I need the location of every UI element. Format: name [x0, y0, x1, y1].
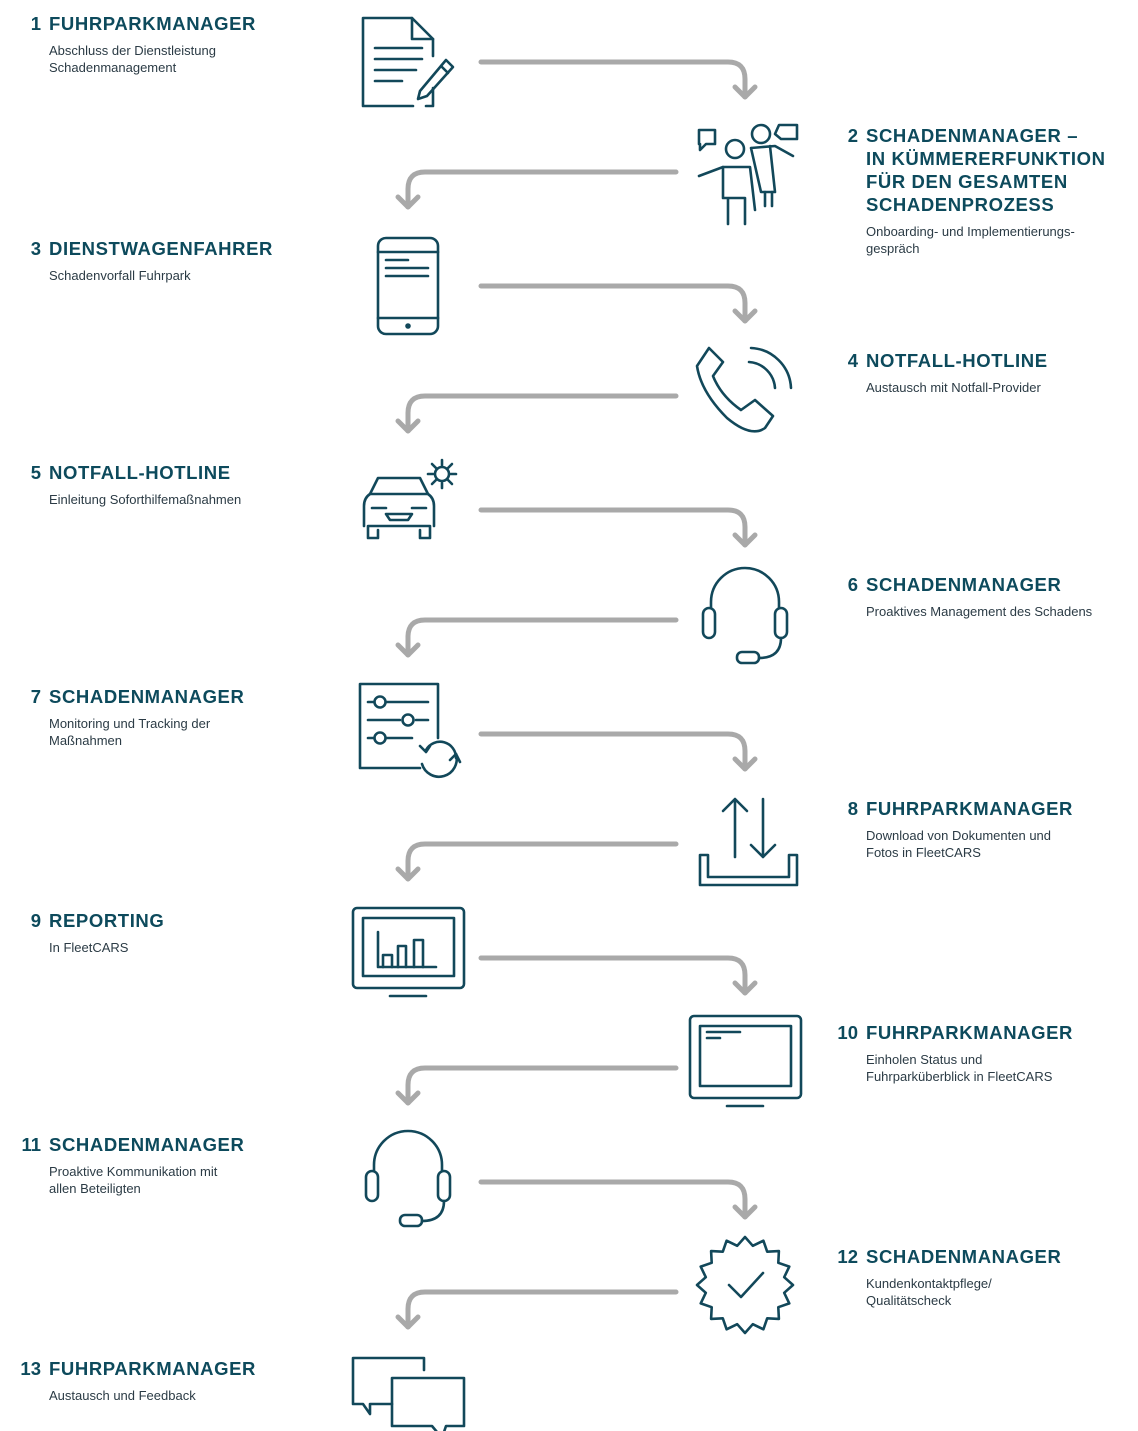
step-description: Kundenkontaktpflege/ Qualitätscheck: [866, 1276, 992, 1308]
step-number: 3: [30, 238, 41, 259]
step-title: SCHADENMANAGER: [866, 574, 1062, 595]
step-number: 11: [21, 1134, 41, 1155]
monitor-bar-chart-icon: [351, 906, 466, 998]
step-title: DIENSTWAGENFAHRER: [49, 238, 273, 259]
tablet-icon: [376, 236, 440, 336]
step-description: Einleitung Soforthilfemaßnahmen: [49, 492, 242, 507]
step-title: FUHRPARKMANAGER: [866, 1022, 1074, 1043]
step-description: Proaktive Kommunikation mit allen Beteil…: [49, 1164, 218, 1196]
step-title: SCHADENMANAGER: [49, 1134, 245, 1155]
step-description: Austausch mit Notfall-Provider: [866, 380, 1041, 395]
step-number: 7: [30, 686, 41, 707]
connector-arrow-right: [478, 283, 758, 324]
step-title: SCHADENMANAGER: [49, 686, 245, 707]
step-number: 2: [847, 125, 858, 146]
step-13: 13 FUHRPARKMANAGER Austausch und Feedback: [20, 1357, 257, 1405]
step-title: SCHADENMANAGER: [866, 1246, 1062, 1267]
connector-arrow-left: [395, 1065, 679, 1106]
step-title: SCHADENMANAGER – IN KÜMMERERFUNKTION FÜR…: [866, 125, 1106, 215]
step-1: 1 FUHRPARKMANAGER Abschluss der Dienstleis…: [31, 12, 257, 76]
step-description: Monitoring und Tracking der Maßnahmen: [49, 716, 211, 748]
upload-download-icon: [698, 797, 799, 887]
people-talking-icon: [697, 123, 799, 226]
step-10: 10 FUHRPARKMANAGER Einholen Status und Fuh…: [837, 1021, 1074, 1085]
step-4: 4 NOTFALL-HOTLINE Austausch mit Notfall-Pr…: [848, 349, 1048, 397]
connector-arrow-right: [478, 59, 758, 100]
step-8: 8 FUHRPARKMANAGER Download von Dokumenten …: [848, 797, 1074, 861]
step-6: 6 SCHADENMANAGER Proaktives Management des…: [848, 573, 1093, 621]
connector-arrow-right: [478, 731, 758, 772]
step-number: 1: [30, 13, 41, 34]
step-title: NOTFALL-HOTLINE: [866, 350, 1048, 371]
step-2: 2 SCHADENMANAGER – IN KÜMMERERFUNKTION FÜ…: [848, 124, 1106, 257]
step-description: Download von Dokumenten und Fotos in Fle…: [866, 828, 1052, 860]
step-number: 8: [847, 798, 858, 819]
step-number: 13: [20, 1358, 41, 1379]
step-description: Schadenvorfall Fuhrpark: [49, 268, 191, 283]
step-number: 5: [30, 462, 41, 483]
connector-arrow-left: [395, 1289, 679, 1330]
connector-arrow-right: [478, 1179, 758, 1220]
step-description: Austausch und Feedback: [49, 1388, 196, 1403]
phone-icon: [695, 346, 793, 433]
step-5: 5 NOTFALL-HOTLINE Einleitung Soforthilfema…: [31, 461, 242, 509]
quality-badge-check-icon: [695, 1235, 795, 1335]
monitor-status-icon: [688, 1014, 803, 1108]
connector-arrow-right: [478, 955, 758, 996]
chat-bubbles-icon: [351, 1356, 466, 1431]
step-11: 11 SCHADENMANAGER Proaktive Kommunikation …: [21, 1133, 245, 1197]
headset-icon: [701, 566, 789, 665]
step-9: 9 REPORTING In FleetCARS: [31, 909, 165, 957]
step-description: Einholen Status und Fuhrparküberblick in…: [866, 1052, 1053, 1084]
step-number: 9: [30, 910, 41, 931]
document-pen-icon: [361, 16, 455, 108]
connector-arrow-left: [395, 617, 679, 658]
step-number: 4: [847, 350, 858, 371]
step-description: In FleetCARS: [49, 940, 129, 955]
step-title: NOTFALL-HOTLINE: [49, 462, 231, 483]
step-title: FUHRPARKMANAGER: [49, 1358, 257, 1379]
step-number: 10: [837, 1022, 858, 1043]
step-description: Proaktives Management des Schadens: [866, 604, 1093, 619]
step-title: FUHRPARKMANAGER: [49, 13, 257, 34]
step-number: 6: [847, 574, 858, 595]
step-12: 12 SCHADENMANAGER Kundenkontaktpflege/ Qua…: [837, 1245, 1062, 1309]
connector-arrow-left: [395, 841, 679, 882]
car-gear-icon: [362, 458, 458, 540]
step-number: 12: [837, 1246, 858, 1267]
step-description: Abschluss der Dienstleistung Schadenmana…: [49, 43, 216, 75]
headset-icon: [364, 1129, 452, 1228]
step-3: 3 DIENSTWAGENFAHRER Schadenvorfall Fuhrpar…: [31, 237, 273, 285]
step-title: FUHRPARKMANAGER: [866, 798, 1074, 819]
connector-arrow-left: [395, 169, 679, 210]
connector-arrow-left: [395, 393, 679, 434]
step-7: 7 SCHADENMANAGER Monitoring und Tracking d…: [31, 685, 245, 749]
settings-list-refresh-icon: [358, 682, 462, 778]
connector-arrow-right: [478, 507, 758, 548]
step-description: Onboarding- und Implementierungs- gesprä…: [866, 224, 1075, 256]
step-title: REPORTING: [49, 910, 165, 931]
